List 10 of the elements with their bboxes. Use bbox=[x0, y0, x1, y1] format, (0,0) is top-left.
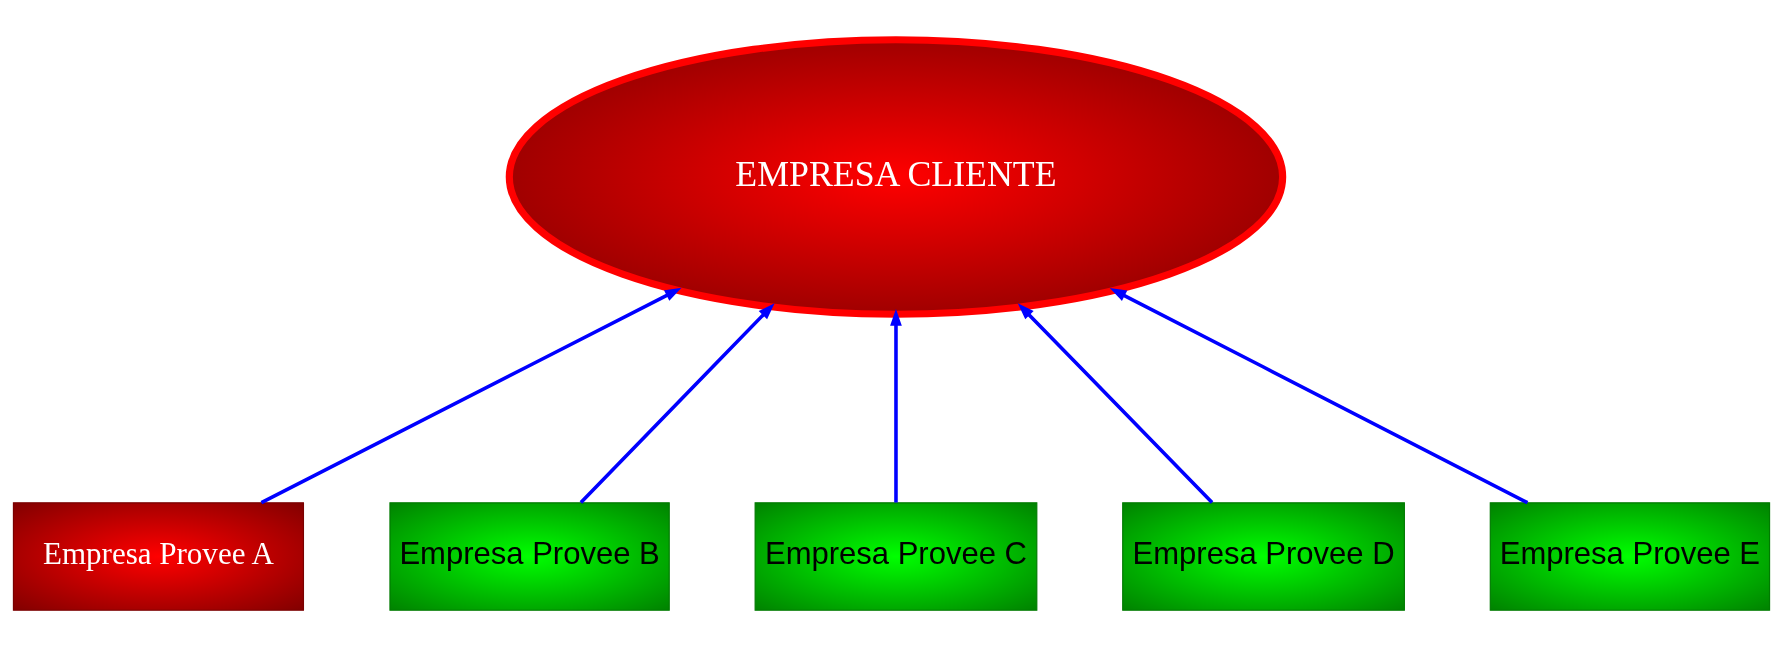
arrow bbox=[890, 308, 902, 503]
arrow bbox=[1017, 303, 1214, 504]
node-box: Empresa Provee E bbox=[1489, 502, 1771, 611]
node-box: Empresa Provee A bbox=[12, 502, 305, 611]
node-box: Empresa Provee D bbox=[1122, 502, 1405, 611]
arrow bbox=[579, 303, 775, 504]
arrow bbox=[1109, 288, 1529, 505]
node-box: Empresa Provee C bbox=[754, 502, 1038, 611]
node-box: Empresa Provee B bbox=[389, 502, 670, 611]
arrow bbox=[260, 287, 682, 505]
